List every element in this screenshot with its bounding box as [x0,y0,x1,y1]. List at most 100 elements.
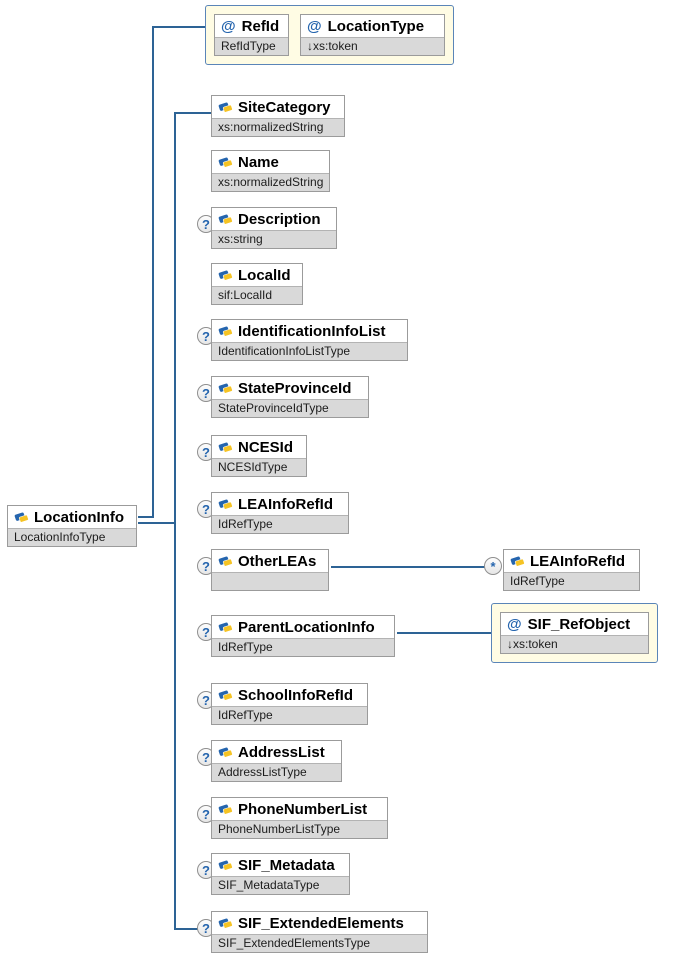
element-icon [218,804,233,815]
attribute-name: SIF_RefObject [527,615,631,633]
element-name-row: SiteCategory [212,96,344,118]
element-name: PhoneNumberList [238,800,368,818]
element-name-row: LEAInfoRefId [504,550,639,572]
attribute-type: RefIdType [215,37,288,55]
connector-first-child [174,112,212,114]
element-name: LEAInfoRefId [530,552,625,570]
element-node-name[interactable]: Name xs:normalizedString [211,150,331,192]
element-type: IdentificationInfoListType [212,342,407,360]
element-type: xs:normalizedString [212,118,344,136]
attribute-node-locationtype[interactable]: @ LocationType ↓xs:token [300,14,445,56]
element-type: NCESIdType [212,458,306,476]
optional-indicator: ? [197,500,215,518]
connector-attr-top [152,26,206,28]
attribute-node-sif-refobject[interactable]: @ SIF_RefObject ↓xs:token [500,612,649,654]
element-name: Description [238,210,321,228]
element-name: SIF_ExtendedElements [238,914,404,932]
element-icon [218,860,233,871]
connector-root-to-children [138,522,176,524]
element-icon [218,383,233,394]
element-icon [510,556,525,567]
element-name-row: NCESId [212,436,306,458]
element-type: AddressListType [212,763,341,781]
element-name: StateProvinceId [238,379,352,397]
element-type: SIF_ExtendedElementsType [212,934,427,952]
element-type: IdRefType [212,515,348,533]
element-icon [218,747,233,758]
connector-otherleas-link [331,566,485,568]
optional-indicator: ? [197,327,215,345]
element-name-row: StateProvinceId [212,377,368,399]
element-name-row: SIF_Metadata [212,854,349,876]
attribute-node-refid[interactable]: @ RefId RefIdType [214,14,289,56]
element-name-row: SchoolInfoRefId [212,684,367,706]
element-type: StateProvinceIdType [212,399,368,417]
attribute-name-row: @ LocationType [301,15,444,37]
attribute-name: RefId [241,17,280,35]
element-icon [218,442,233,453]
element-name: SIF_Metadata [238,856,335,874]
connector-children-vertical [174,112,176,930]
repeat-indicator: * [484,557,502,575]
element-icon [218,326,233,337]
attribute-name-row: @ RefId [215,15,288,37]
attribute-group-parentlocation: @ SIF_RefObject ↓xs:token [491,603,658,663]
element-type: PhoneNumberListType [212,820,387,838]
element-icon [218,690,233,701]
element-node-description[interactable]: Description xs:string [211,207,337,249]
element-node-leainforefid-linked[interactable]: LEAInfoRefId IdRefType [503,549,640,591]
element-name-row: SIF_ExtendedElements [212,912,427,934]
element-name: SiteCategory [238,98,331,116]
element-name: Name [238,153,279,171]
element-type: sif:LocalId [212,286,302,304]
element-type: xs:string [212,230,336,248]
element-name-row: AddressList [212,741,341,763]
element-name: LEAInfoRefId [238,495,333,513]
element-name-row: LocationInfo [8,506,136,528]
attribute-name-row: @ SIF_RefObject [501,613,648,635]
element-type: IdRefType [212,638,394,656]
element-name-row: Description [212,208,336,230]
element-name-row: PhoneNumberList [212,798,387,820]
element-name: NCESId [238,438,294,456]
element-type: IdRefType [504,572,639,590]
element-name: AddressList [238,743,325,761]
element-name-row: Name [212,151,330,173]
element-type: LocationInfoType [8,528,136,546]
element-icon [218,556,233,567]
element-node-otherleas[interactable]: OtherLEAs [211,549,329,591]
attribute-type: ↓xs:token [301,37,444,55]
attribute-icon: @ [507,615,522,633]
element-type [212,572,328,590]
connector-root-to-attrs [138,516,154,518]
element-type: xs:normalizedString [212,173,330,191]
element-node-sitecategory[interactable]: SiteCategory xs:normalizedString [211,95,345,137]
element-icon [218,270,233,281]
element-name: SchoolInfoRefId [238,686,353,704]
element-icon [218,214,233,225]
attribute-icon: @ [307,17,322,35]
element-type: SIF_MetadataType [212,876,349,894]
element-name-row: LocalId [212,264,302,286]
element-name: IdentificationInfoList [238,322,386,340]
element-icon [14,512,29,523]
attribute-group-root: @ RefId RefIdType @ LocationType ↓xs:tok… [205,5,454,65]
connector-parentlocation-link [397,632,492,634]
element-icon [218,102,233,113]
element-name: ParentLocationInfo [238,618,375,636]
connector-attr-vertical [152,26,154,518]
element-node-root[interactable]: LocationInfo LocationInfoType [7,505,137,547]
element-icon [218,499,233,510]
element-name-row: IdentificationInfoList [212,320,407,342]
